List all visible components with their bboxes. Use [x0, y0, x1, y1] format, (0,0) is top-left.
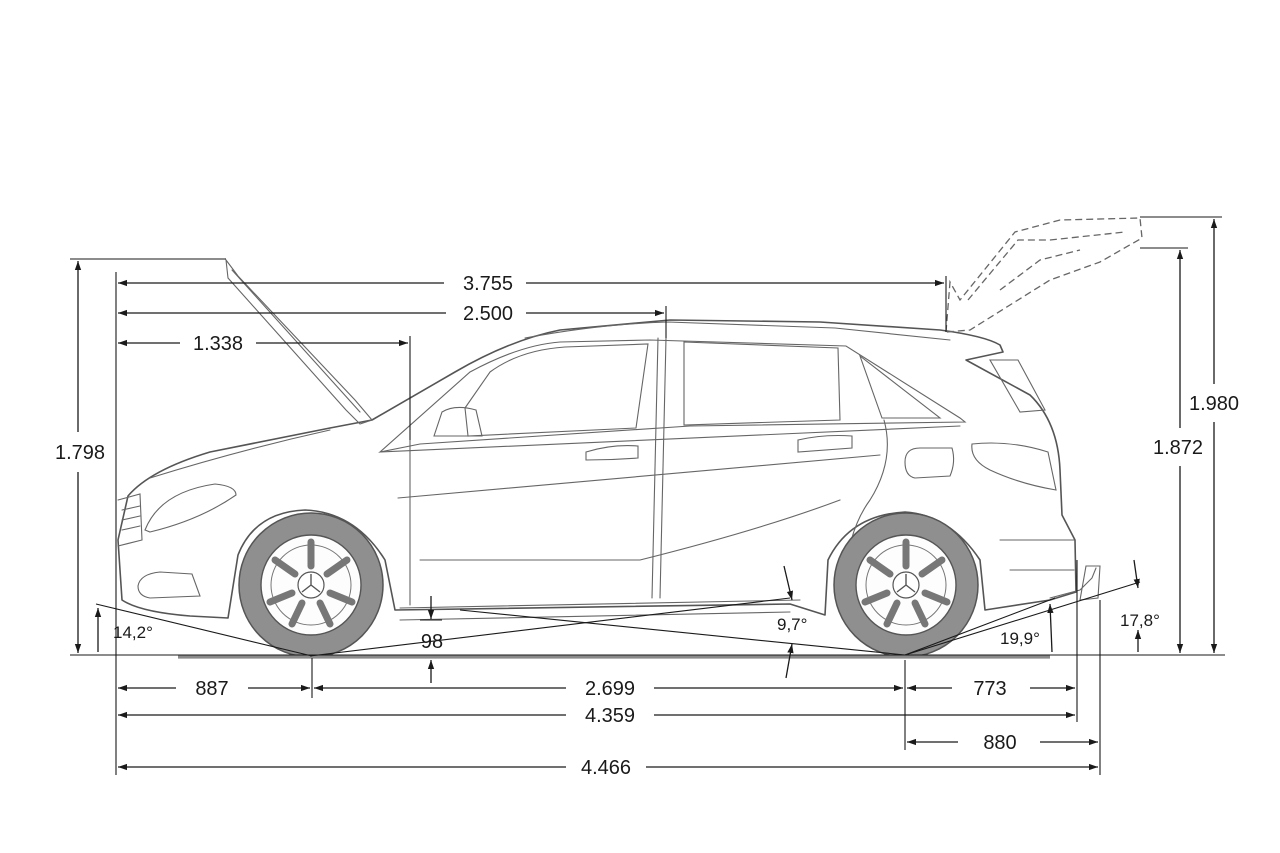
height-hood-open-label: 1.798 — [55, 442, 105, 464]
departure-angle-label: 19,9° — [1000, 629, 1040, 648]
car-outline — [117, 319, 1101, 621]
front-wheel — [238, 512, 384, 658]
ramp-angle: 9,7° — [777, 565, 807, 679]
height-tailgate-open-dimension: 1.980 — [1189, 219, 1239, 653]
height-hood-open-dimension: 1.798 — [55, 261, 105, 653]
body-length-label: 4.359 — [585, 705, 635, 727]
roof-length-label: 3.755 — [463, 273, 513, 295]
angle-lines — [95, 581, 1141, 657]
height-tailgate-open-label: 1.980 — [1189, 393, 1239, 415]
rear-overhang-towbar-dimension: 880 — [907, 732, 1098, 754]
departure-angle-towbar-label: 17,8° — [1120, 611, 1160, 630]
body-length-dimension: 4.359 — [118, 705, 1075, 727]
height-tailgate-edge-label: 1.872 — [1153, 437, 1203, 459]
front-overhang-label: 887 — [195, 678, 228, 700]
departure-angle-towbar: 17,8° — [1120, 559, 1160, 652]
ground-clearance-dimension: 98 — [420, 596, 443, 683]
departure-angle: 19,9° — [1000, 603, 1054, 653]
rear-overhang-label: 773 — [973, 678, 1006, 700]
wheelbase-dimension: 2.699 — [314, 678, 903, 700]
front-to-b-pillar-label: 2.500 — [463, 303, 513, 325]
wheelbase-label: 2.699 — [585, 678, 635, 700]
open-hood — [225, 258, 373, 425]
rear-overhang-dimension: 773 — [907, 678, 1075, 700]
roof-length-dimension: 3.755 — [118, 273, 944, 295]
extension-lines — [70, 216, 1222, 775]
front-overhang-dimension: 887 — [118, 678, 310, 700]
height-tailgate-edge-dimension: 1.872 — [1153, 250, 1203, 653]
front-to-a-pillar-dimension: 1.338 — [118, 333, 408, 355]
overall-length-dimension: 4.466 — [118, 757, 1098, 779]
ramp-angle-label: 9,7° — [777, 615, 807, 634]
front-to-b-pillar-dimension: 2.500 — [118, 303, 664, 325]
open-tailgate — [945, 217, 1143, 333]
approach-angle: 14,2° — [94, 608, 153, 652]
front-to-a-pillar-label: 1.338 — [193, 333, 243, 355]
ground-clearance-label: 98 — [421, 631, 443, 653]
rear-wheel — [833, 512, 979, 658]
approach-angle-label: 14,2° — [113, 623, 153, 642]
overall-length-label: 4.466 — [581, 757, 631, 779]
rear-overhang-towbar-label: 880 — [983, 732, 1016, 754]
